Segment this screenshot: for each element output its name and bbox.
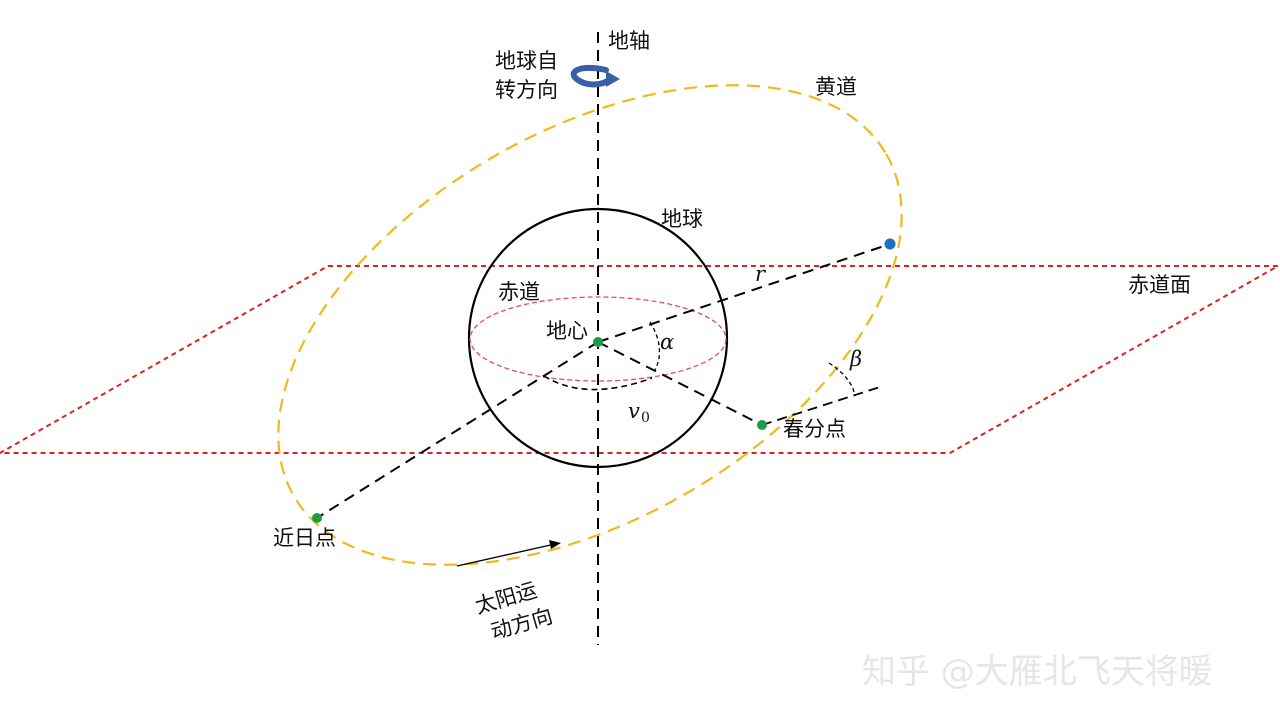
rotation-label-line2: 转方向 xyxy=(495,78,558,102)
earth-center-point xyxy=(593,337,603,347)
beta-angle-arc xyxy=(828,362,856,397)
sun-position-point xyxy=(884,238,896,250)
perihelion-point xyxy=(312,513,322,523)
earth-center-label: 地心 xyxy=(546,319,588,343)
perihelion-label: 近日点 xyxy=(273,526,336,550)
rotation-label-line1: 地球自 xyxy=(495,49,558,73)
beta-symbol: β xyxy=(849,347,862,371)
alpha-angle-arc xyxy=(649,321,661,371)
nu0-subscript: 0 xyxy=(641,410,650,426)
earth-sphere xyxy=(467,207,729,469)
rotation-arrow-icon xyxy=(570,64,620,88)
perihelion-line xyxy=(316,341,599,519)
r-symbol: r xyxy=(755,262,767,286)
vernal-equinox-line xyxy=(597,341,763,426)
sun-motion-arrow-icon xyxy=(456,540,561,567)
equator-ellipse xyxy=(469,296,727,382)
ecliptic-label: 黄道 xyxy=(815,75,857,99)
radius-line-r xyxy=(597,243,891,343)
sun-motion-label: 太阳运 动方向 xyxy=(472,578,555,644)
axis-label: 地轴 xyxy=(608,29,650,53)
vernal-equinox-label: 春分点 xyxy=(783,417,846,441)
equatorial-plane-label: 赤道面 xyxy=(1128,273,1191,297)
equator-label: 赤道 xyxy=(498,280,540,304)
vernal-equinox-point xyxy=(757,420,767,430)
ecliptic-tangent-line xyxy=(761,386,881,426)
earth-label: 地球 xyxy=(661,207,703,231)
ecliptic-ellipse xyxy=(277,84,903,566)
alpha-symbol: α xyxy=(660,330,674,354)
equatorial-plane xyxy=(0,265,1280,454)
watermark: 知乎 @大雁北飞天将暖 xyxy=(862,652,1213,692)
nu0-angle-arc xyxy=(543,375,653,391)
nu0-symbol: v xyxy=(628,399,640,423)
